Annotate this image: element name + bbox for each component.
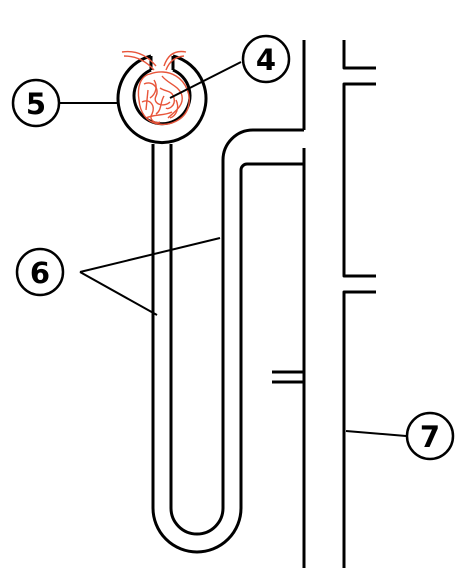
callout-5: 5 [11, 78, 61, 128]
callout-7-label: 7 [420, 420, 440, 454]
leader-line-6a [79, 237, 221, 273]
callout-7: 7 [405, 411, 455, 461]
callout-7-ring [405, 411, 455, 461]
callout-6-ring [15, 247, 65, 297]
glomerulus [121, 50, 190, 126]
leader-line-4 [169, 61, 242, 99]
callout-5-label: 5 [26, 87, 46, 121]
leader-line-7 [345, 430, 407, 437]
callout-6-label: 6 [30, 256, 50, 290]
leader-line-6b [79, 271, 158, 316]
bowmans-capsule [116, 54, 208, 145]
collecting-duct [272, 40, 376, 568]
callout-4: 4 [241, 34, 291, 84]
callout-4-label: 4 [256, 43, 276, 77]
callout-6: 6 [15, 247, 65, 297]
callout-5-ring [11, 78, 61, 128]
callout-4-ring [241, 34, 291, 84]
loop-of-henle [151, 128, 304, 554]
